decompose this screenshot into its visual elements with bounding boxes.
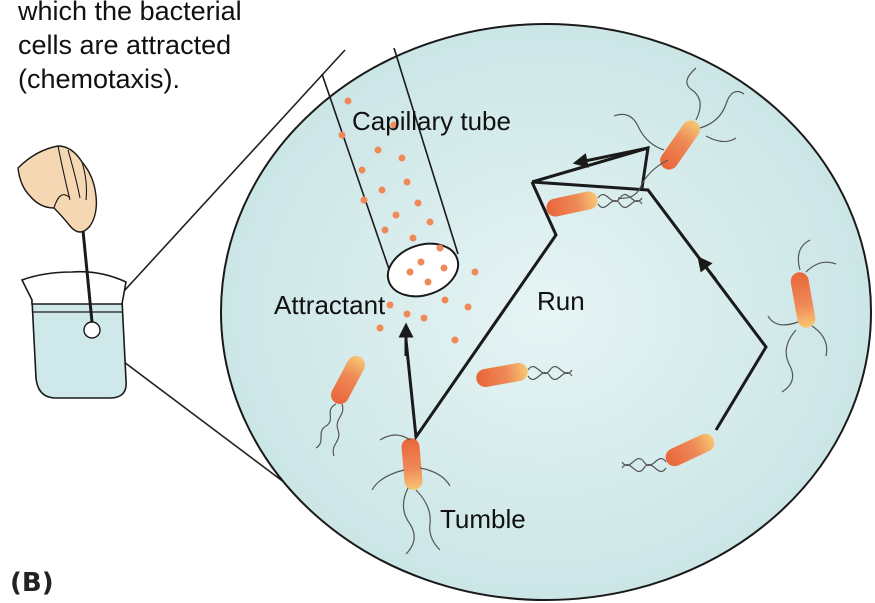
caption: which the bacterial cells are attracted …: [18, 0, 242, 96]
caption-line-3: (chemotaxis).: [18, 64, 180, 94]
label-capillary-tube: Capillary tube: [352, 106, 511, 137]
caption-line-2: cells are attracted: [18, 30, 231, 60]
label-run: Run: [537, 286, 585, 317]
label-tumble: Tumble: [440, 504, 526, 535]
sample-drop: [84, 322, 100, 338]
label-attractant: Attractant: [274, 290, 385, 321]
hand: [18, 146, 96, 232]
caption-line-1: which the bacterial: [18, 0, 242, 26]
panel-label: (B): [10, 568, 54, 598]
